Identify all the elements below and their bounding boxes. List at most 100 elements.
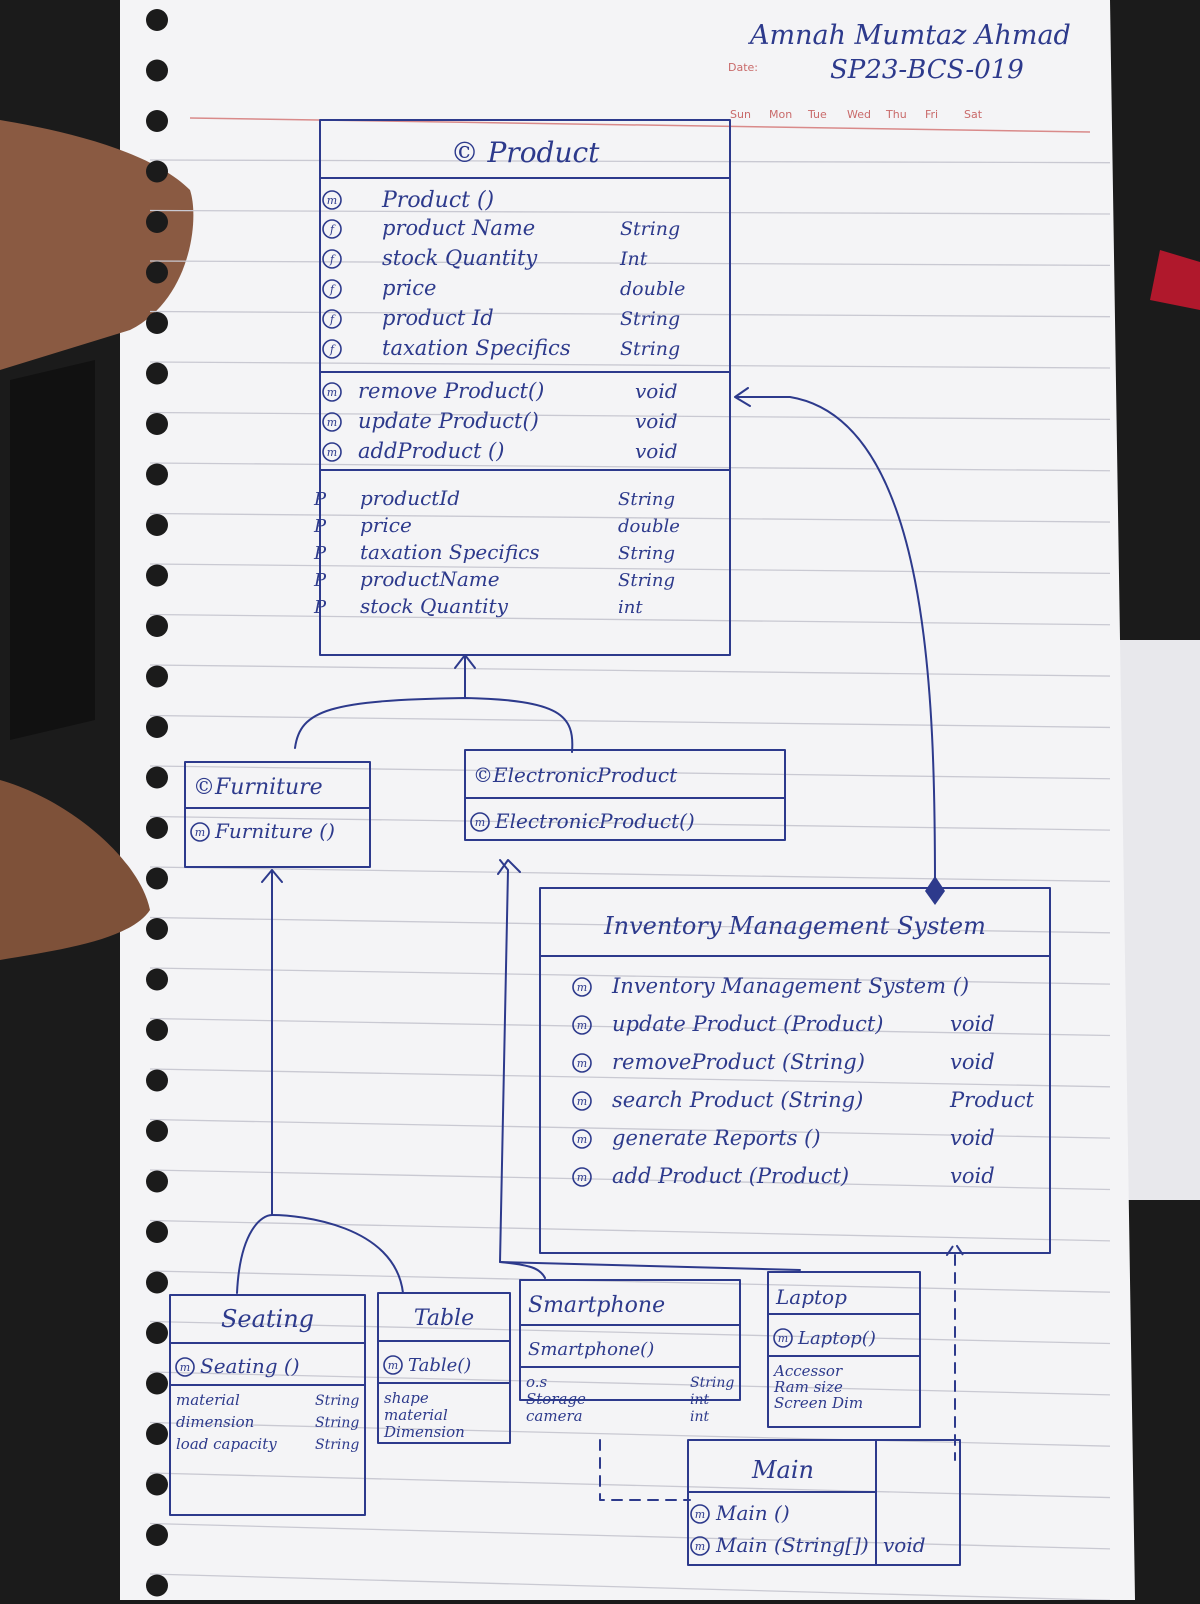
bookmark-ribbon <box>1150 250 1200 310</box>
spiral-hole <box>146 160 168 183</box>
method-icon-letter: m <box>577 1133 587 1146</box>
method-icon <box>175 1357 195 1377</box>
method-icon-letter: m <box>327 194 337 207</box>
spiral-hole <box>146 665 168 688</box>
spiral-hole <box>146 362 168 385</box>
ruled-line <box>149 1270 1111 1293</box>
product-method-type: void <box>635 439 678 463</box>
spiral-hole <box>146 817 168 839</box>
product-property-type: double <box>618 516 680 537</box>
weekday-label: Tue <box>807 108 827 121</box>
spiral-hole <box>146 1322 168 1344</box>
weekday-label: Sat <box>964 108 983 121</box>
product-field-type: String <box>620 308 680 330</box>
spiral-hole <box>146 9 168 31</box>
ruled-line <box>149 765 1111 780</box>
ruled-line <box>149 1219 1111 1242</box>
ruled-line <box>149 411 1111 421</box>
smartphone-field-name: camera <box>526 1407 583 1425</box>
field-icon <box>322 279 342 299</box>
spiral-hole <box>146 211 168 233</box>
product-property-name: price <box>360 513 412 537</box>
seating-class-title: Seating <box>221 1305 314 1333</box>
product-property-type: String <box>618 543 675 564</box>
spiral-hole <box>146 1069 168 1092</box>
method-icon <box>572 1129 592 1149</box>
ruled-line <box>149 1118 1111 1139</box>
method-icon-letter: m <box>778 1332 788 1345</box>
seating-method-name: Seating () <box>200 1354 300 1378</box>
product-method-name: remove Product() <box>358 379 544 403</box>
method-icon <box>572 1091 592 1111</box>
ruled-line <box>149 1068 1111 1088</box>
smartphone-field-type: String <box>690 1375 734 1391</box>
inheritance-branch-seating-table <box>236 1214 404 1294</box>
product-constructor: Product () <box>381 188 494 213</box>
weekday-label: Mon <box>769 108 792 121</box>
ims-method-name: add Product (Product) <box>612 1164 849 1188</box>
ruled-line <box>149 1421 1111 1447</box>
ruled-line <box>149 967 1111 985</box>
field-icon-letter: f <box>329 343 336 356</box>
ruled-line <box>149 1320 1111 1345</box>
spiral-hole <box>146 1372 168 1395</box>
spiral-hole <box>146 261 168 284</box>
spiral-hole <box>146 1423 168 1445</box>
product-method-type: void <box>635 379 678 403</box>
ruled-line <box>149 462 1111 472</box>
method-icon <box>322 412 342 432</box>
visibility-p-icon: P <box>313 516 327 537</box>
notebook-page <box>120 0 1135 1600</box>
field-icon <box>322 219 342 239</box>
product-property-type: String <box>618 489 675 510</box>
field-icon-letter: f <box>329 283 336 296</box>
spiral-holes <box>146 9 168 1597</box>
seating-field-type: String <box>315 1393 359 1409</box>
method-icon <box>572 1053 592 1073</box>
method-icon <box>690 1536 710 1556</box>
seating-field-name: dimension <box>176 1413 254 1431</box>
spiral-hole <box>146 1524 168 1546</box>
spiral-hole <box>146 312 168 334</box>
method-icon-letter: m <box>327 416 337 429</box>
spiral-hole <box>146 1019 168 1041</box>
table-class-title: Table <box>414 1306 474 1331</box>
product-field-type: Int <box>619 248 648 270</box>
spiral-hole <box>146 1574 168 1597</box>
ruled-line <box>149 1371 1111 1396</box>
product-field-name: price <box>382 276 436 300</box>
method-icon <box>322 442 342 462</box>
weekday-label: Thu <box>885 108 907 121</box>
method-icon <box>383 1355 403 1375</box>
laptop-class-box <box>767 1271 921 1428</box>
ruled-line <box>149 866 1111 883</box>
product-method-name: addProduct () <box>358 439 504 463</box>
spiral-hole <box>146 413 168 435</box>
spiral-hole <box>146 918 168 940</box>
seating-field-name: load capacity <box>176 1435 277 1453</box>
method-icon <box>773 1328 793 1348</box>
method-icon <box>572 1167 592 1187</box>
method-icon <box>322 190 342 210</box>
furniture-class-box <box>184 761 371 868</box>
spiral-hole <box>146 1271 168 1294</box>
ruled-line <box>149 664 1111 677</box>
ruled-line <box>149 1169 1111 1191</box>
main-method-name: Main (String[]) <box>715 1533 869 1557</box>
product-field-type: String <box>620 218 680 240</box>
spiral-hole <box>146 564 168 587</box>
method-icon-letter: m <box>577 981 587 994</box>
method-icon <box>190 822 210 842</box>
product-field-name: product Name <box>382 216 535 240</box>
ruled-line <box>149 1522 1111 1550</box>
main-class-title: Main <box>751 1456 814 1484</box>
ruled-lines <box>149 159 1111 1601</box>
laptop-field-name: Ram size <box>773 1378 843 1396</box>
method-icon <box>470 812 490 832</box>
ruled-line <box>149 310 1111 318</box>
generalization-arrow-furniture <box>261 869 283 1216</box>
method-icon-letter: m <box>577 1019 587 1032</box>
ims-method-name: update Product (Product) <box>612 1012 884 1036</box>
visibility-p-icon: P <box>313 489 327 510</box>
